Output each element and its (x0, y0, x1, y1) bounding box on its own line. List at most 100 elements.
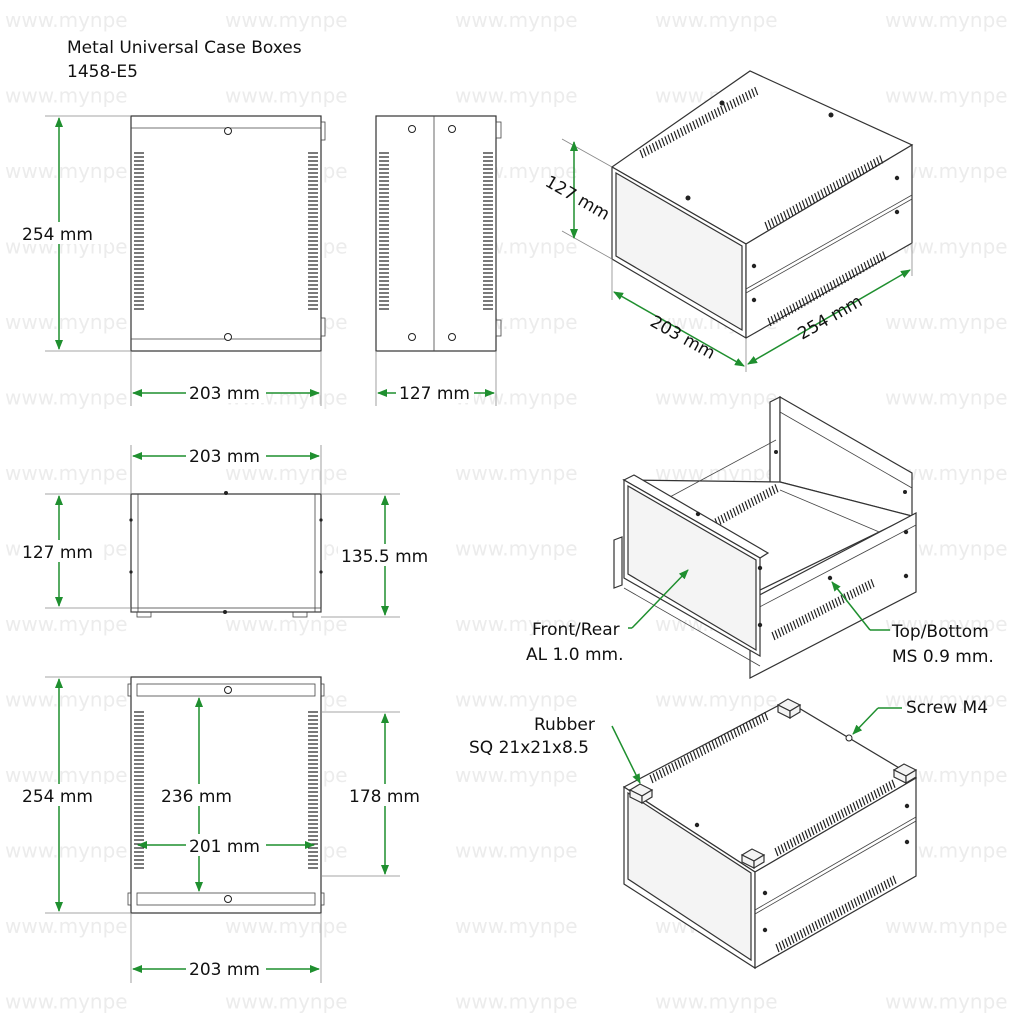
watermark-text: www.mynpe (455, 763, 578, 787)
vent-slot (735, 97, 740, 106)
vent-slot (648, 144, 653, 154)
screw-hole-icon (224, 686, 232, 694)
dim-127-label: 127 mm (22, 543, 93, 563)
vent-slot (789, 839, 794, 848)
watermark-text: www.mynpe (455, 688, 578, 712)
vent-slot (869, 160, 874, 170)
watermark-text: www.mynpe (225, 612, 348, 636)
vent-slot (882, 784, 887, 794)
vent-slot (867, 793, 872, 802)
vent-slot (790, 935, 795, 944)
vent-slot (843, 807, 848, 816)
watermark-text: www.mynpe (885, 914, 1008, 938)
screw-hole-icon (224, 895, 232, 903)
vent-slot (717, 737, 722, 746)
vent-slot (838, 178, 843, 188)
screw-hole-icon (448, 333, 456, 341)
vent-slot (702, 745, 707, 755)
watermark-text: www.mynpe (5, 310, 128, 334)
vent-slot (664, 766, 670, 775)
vent-slot (771, 485, 776, 495)
watermark-text: www.mynpe (225, 84, 348, 108)
vent-slot (639, 149, 644, 159)
vent-slot (865, 891, 870, 900)
vent-slot (826, 185, 831, 195)
watermark-text: www.mynpe (225, 914, 348, 938)
vent-slot (726, 102, 731, 111)
vent-slot (814, 192, 819, 202)
vent-slot (847, 901, 852, 911)
vent-slot (736, 727, 741, 736)
vent-slot (852, 588, 857, 598)
screw-hole-icon (408, 333, 416, 341)
vent-slot (848, 173, 853, 182)
vent-slot (733, 728, 738, 738)
watermark-text: www.mynpe (885, 84, 1008, 108)
vent-slot (870, 791, 875, 801)
vent-slot (739, 725, 744, 734)
vent-slot (876, 156, 881, 166)
vent-slot (874, 886, 879, 895)
screw-hole-icon (845, 734, 853, 742)
watermark-text: www.mynpe (5, 386, 128, 410)
vent-slot (717, 516, 722, 525)
vent-slot (673, 131, 678, 140)
vent-slot (661, 137, 666, 147)
vent-slot (726, 511, 731, 520)
vent-slot (695, 749, 701, 758)
vent-slot (771, 631, 776, 641)
vent-slot (885, 783, 890, 792)
vent-slot (713, 108, 718, 118)
rubber-size-label: SQ 21x21x8.5 (469, 738, 589, 758)
vent-slot (738, 95, 743, 104)
vent-slot (844, 903, 849, 912)
vent-slot (883, 880, 888, 890)
vent-slot (751, 718, 756, 728)
dims-bottom: 254 mm 236 mm 201 mm 178 mm 203 mm (20, 676, 428, 983)
vent-slot (744, 501, 749, 510)
vent-slot (875, 254, 881, 264)
vent-slot (801, 615, 806, 625)
vent-slot (823, 915, 828, 925)
vent-slot (866, 260, 871, 269)
vent-slot (741, 93, 746, 103)
callouts-open: Front/Rear AL 1.0 mm. Top/Bottom MS 0.9 … (526, 569, 994, 667)
vent-slot (807, 612, 812, 622)
screw-hole-icon (448, 125, 456, 133)
vent-slot (744, 91, 749, 101)
vent-slot (808, 924, 813, 933)
vent-slot (750, 497, 755, 507)
vent-slot (869, 258, 874, 267)
vent-slot (723, 512, 728, 522)
watermark-text: www.mynpe (455, 461, 578, 485)
vent-slot (707, 112, 712, 121)
dim-127-label: 127 mm (399, 384, 470, 404)
vent-slot (741, 502, 746, 512)
iso-closed-case (610, 70, 914, 340)
watermark-text: www.mynpe (5, 914, 128, 938)
vent-slot (840, 809, 845, 818)
vent-slot (810, 194, 816, 204)
vent-slot (832, 182, 837, 191)
vent-slot (685, 124, 691, 133)
vent-slot (692, 750, 697, 760)
vent-slot (845, 174, 850, 184)
vent-slot (850, 900, 855, 909)
vent-slot (817, 191, 822, 200)
vent-slot (798, 617, 803, 626)
watermark-text: www.mynpe (885, 8, 1008, 32)
dim-135-5-label: 135.5 mm (341, 547, 428, 567)
vent-slot (855, 586, 860, 596)
vent-slot (816, 823, 821, 832)
vent-slot (825, 818, 830, 827)
vent-slot (860, 165, 865, 175)
vent-slot (775, 943, 780, 953)
watermark-text: www.mynpe (655, 386, 778, 410)
vent-slot (792, 620, 797, 630)
vent-slot (861, 797, 866, 806)
front-rear-label: Front/Rear (532, 620, 620, 640)
vent-slot (816, 607, 821, 617)
vent-slot (855, 800, 860, 809)
vent-slot (829, 183, 834, 193)
